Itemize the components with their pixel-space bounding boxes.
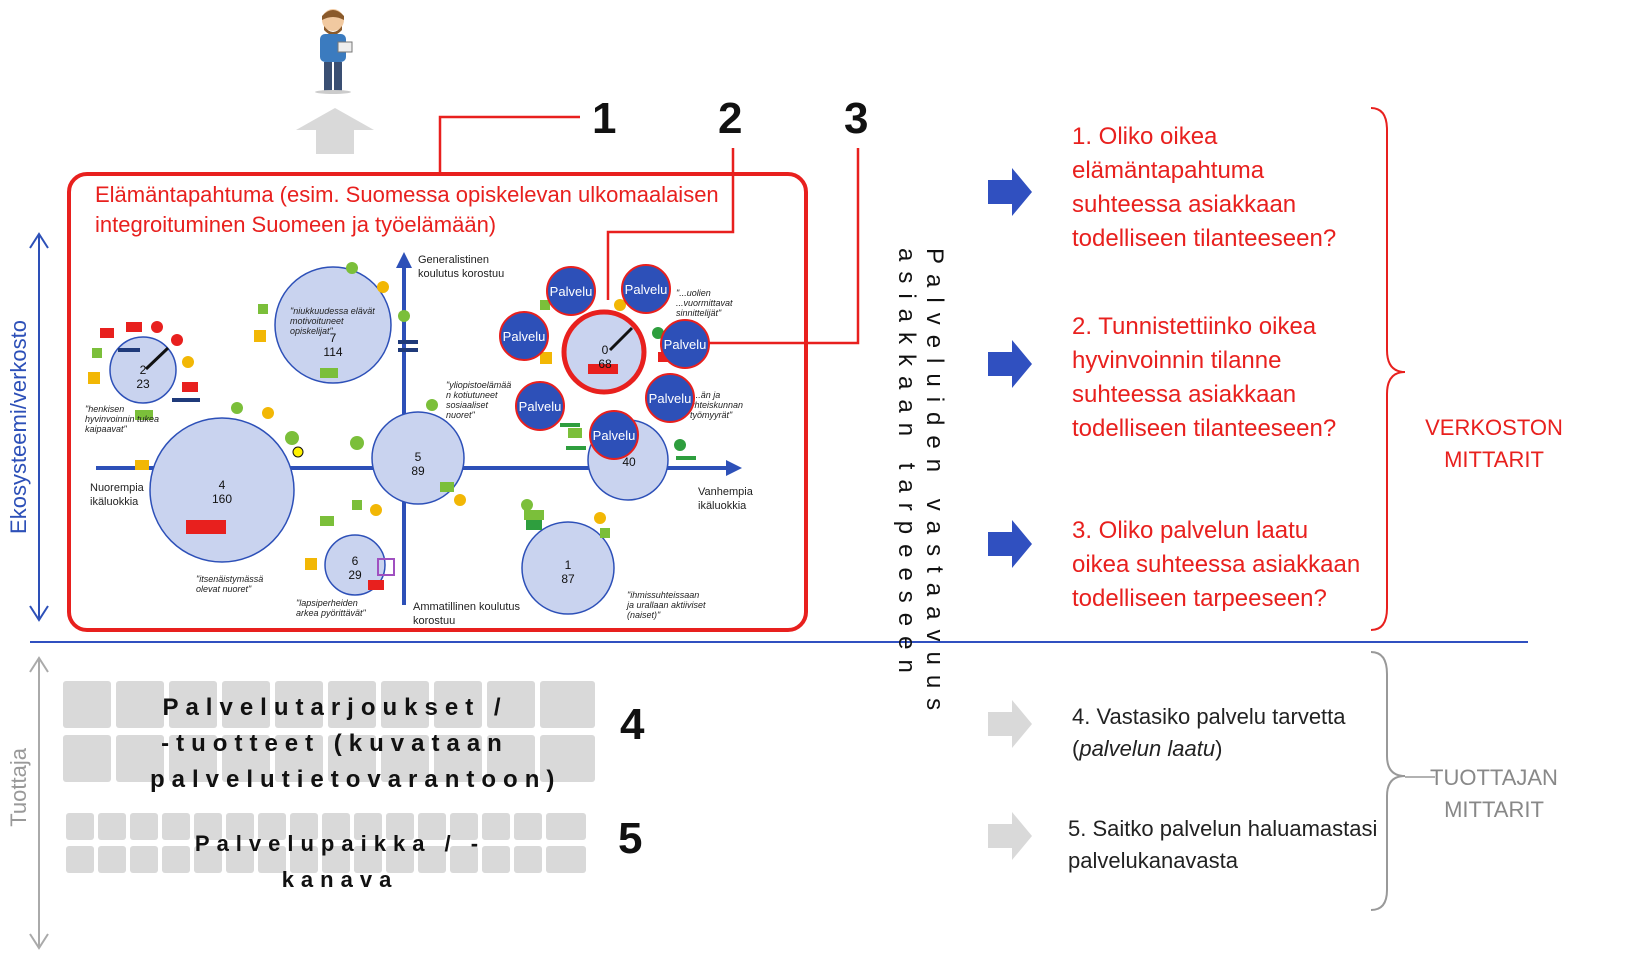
life-event-frame xyxy=(67,172,808,632)
bubble-8-quote: "ihmissuhteissaan ja urallaan aktiiviset… xyxy=(627,590,706,620)
bubble-6-label: 40 xyxy=(622,455,636,469)
palvelu-circle-6: Palvelu xyxy=(645,373,695,423)
palvelu-circle-5: Palvelu xyxy=(515,381,565,431)
palvelu-circle-4: Palvelu xyxy=(660,319,710,369)
marker-5: 5 xyxy=(618,814,643,863)
braces xyxy=(1370,107,1406,911)
marker-3: 3 xyxy=(844,94,869,143)
left-arrows xyxy=(29,232,49,950)
axis-label-left: Nuorempia ikäluokkia xyxy=(90,482,144,508)
axis-label-bottom: Ammatillinen koulutus korostuu xyxy=(413,601,520,627)
marker-2: 2 xyxy=(718,94,743,143)
producer-metrics-label: TUOTTAJAN MITTARIT xyxy=(1430,765,1558,822)
bubble-2-quote: "niukkuudessa elävät motivoituneet opisk… xyxy=(290,306,375,336)
producer-label: Tuottaja xyxy=(6,748,31,827)
question-1: 1. Oliko oikea elämäntapahtuma suhteessa… xyxy=(1072,123,1337,252)
palvelu-circle-2: Palvelu xyxy=(621,264,671,314)
bubble-5 xyxy=(561,309,647,395)
palvelu-circle-3: Palvelu xyxy=(499,311,549,361)
marker-4: 4 xyxy=(620,700,645,749)
producer-connector xyxy=(1405,776,1435,778)
bubble-2 xyxy=(274,266,392,384)
axis-label-right: Vanhempia ikäluokkia xyxy=(698,486,753,512)
axis-label-top: Generalistinen koulutus korostuu xyxy=(418,254,505,280)
bubble-3-quote: "itsenäistymässä olevat nuoret" xyxy=(196,574,264,594)
marker-1: 1 xyxy=(592,94,617,143)
bubble-4 xyxy=(371,411,465,505)
bubble-8 xyxy=(521,521,615,615)
channel-block-text: Palvelupaikka / -kanava xyxy=(194,831,486,892)
ecosystem-label: Ekosysteemi/verkosto xyxy=(6,320,31,534)
bubble-1-quote: "henkisen hyvinvoinnin tukea kaipaavat" xyxy=(85,404,160,434)
offers-block-text: Palvelutarjoukset / -tuotteet (kuvataan … xyxy=(150,694,562,793)
bubble-4-quote: "yliopistoelämää n kotiutuneet sosiaalis… xyxy=(446,380,512,420)
up-arrow-icon xyxy=(296,108,374,154)
section-divider xyxy=(30,641,1528,643)
grey-arrow-icons xyxy=(988,700,1032,860)
bubble-5-quote: "...uolien ...vuormittavat sinnittelijät… xyxy=(676,288,733,318)
blue-arrow-icons xyxy=(988,168,1032,568)
palvelu-circle-7: Palvelu xyxy=(589,410,639,460)
bubble-7-quote: "lapsiperheiden arkea pyörittävät" xyxy=(296,598,366,618)
question-5: 5. Saitko palvelun haluamastasi palveluk… xyxy=(1068,816,1378,873)
bubble-1 xyxy=(109,336,177,404)
network-metrics-label: VERKOSTON MITTARIT xyxy=(1425,415,1563,472)
palvelu-circle-1: Palvelu xyxy=(546,266,596,316)
service-match-vertical-text: Palveluiden vastaavuus asiakkaan tarpees… xyxy=(893,248,948,721)
customer-person-icon xyxy=(315,9,353,94)
bubble-6-quote: "...än ja yhteiskunnan työmyyrät" xyxy=(690,390,744,420)
question-3: 3. Oliko palvelun laatu oikea suhteessa … xyxy=(1072,517,1361,612)
question-4: 4. Vastasiko palvelu tarvetta(palvelun l… xyxy=(1072,704,1346,761)
life-event-title: Elämäntapahtuma (esim. Suomessa opiskele… xyxy=(95,182,719,237)
question-2: 2. Tunnistettiinko oikea hyvinvoinnin ti… xyxy=(1072,313,1337,442)
